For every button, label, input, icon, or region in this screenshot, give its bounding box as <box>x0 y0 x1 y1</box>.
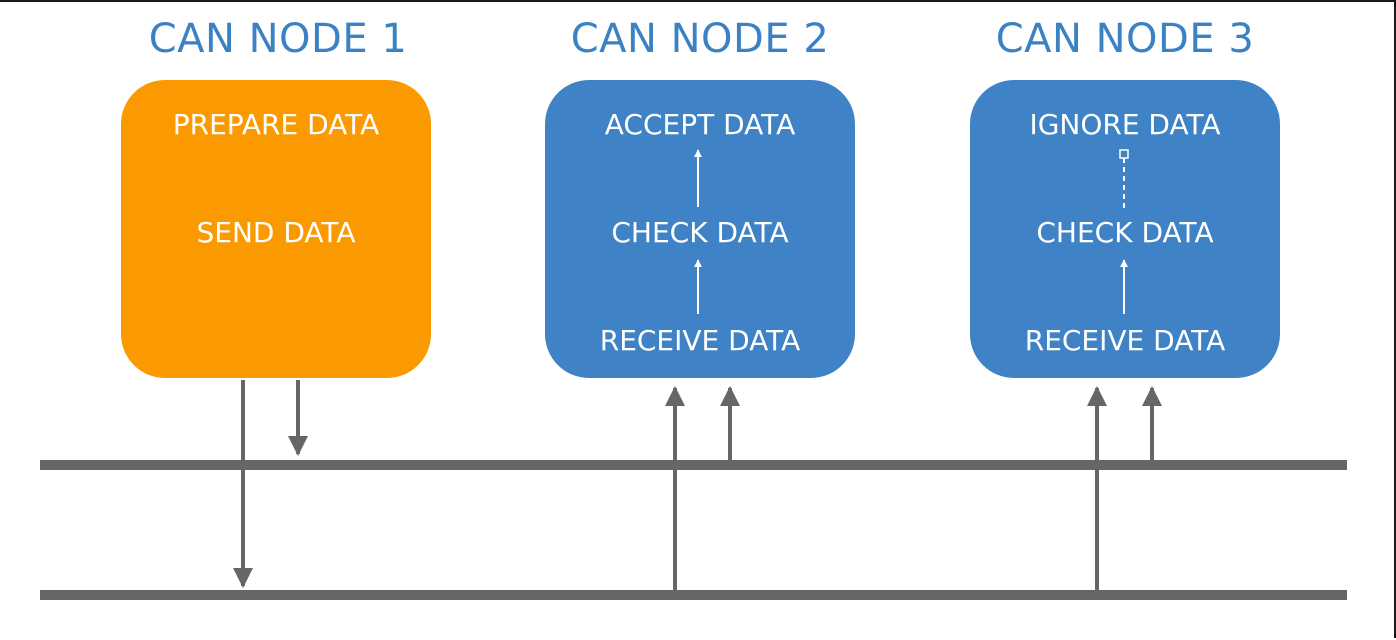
node-2-title: CAN NODE 2 <box>570 16 830 62</box>
node-2-step-check: CHECK DATA <box>611 216 789 249</box>
node-2-step-receive: RECEIVE DATA <box>599 324 801 357</box>
node-2-step-accept: ACCEPT DATA <box>604 108 796 141</box>
node-1-box: PREPARE DATA SEND DATA <box>121 80 431 378</box>
node-1-step-send: SEND DATA <box>196 216 356 249</box>
node-3-title: CAN NODE 3 <box>995 16 1255 62</box>
node-1-title: CAN NODE 1 <box>148 16 408 62</box>
node-3-step-receive: RECEIVE DATA <box>1024 324 1226 357</box>
node-2-box: ACCEPT DATA CHECK DATA RECEIVE DATA <box>545 80 855 378</box>
node-1-step-prepare: PREPARE DATA <box>172 108 380 141</box>
node-3-step-check: CHECK DATA <box>1036 216 1214 249</box>
node-3-ignore-square-icon <box>1119 149 1129 159</box>
node-3-step-ignore: IGNORE DATA <box>1029 108 1221 141</box>
node-3-box: IGNORE DATA CHECK DATA RECEIVE DATA <box>970 80 1280 378</box>
